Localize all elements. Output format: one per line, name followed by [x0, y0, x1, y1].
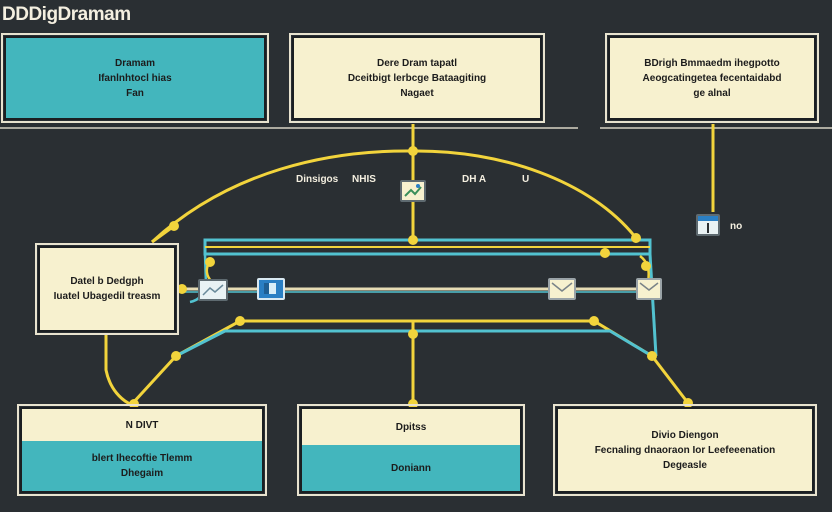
- junction-dot: [408, 329, 418, 339]
- junction-dot: [205, 257, 215, 267]
- junction-dot: [129, 399, 139, 409]
- node-header: N DIVT: [22, 409, 262, 441]
- junction-dot: [641, 261, 651, 271]
- top-right-node[interactable]: BDrigh Bmmaedm ihegpotto Aeogcatingetea …: [605, 33, 819, 123]
- node-text: Datel b Dedgph: [70, 276, 144, 287]
- node-text: Doniann: [391, 462, 431, 474]
- junction-dot: [589, 316, 599, 326]
- junction-dot: [235, 316, 245, 326]
- junction-dot: [631, 233, 641, 243]
- node-text: Divio Diengon: [651, 429, 719, 441]
- diagram-label: Dinsigos: [296, 174, 339, 185]
- junction-dot: [683, 398, 693, 408]
- node-text: ge alnal: [693, 87, 731, 99]
- node-text: N DIVT: [125, 419, 159, 431]
- node-text: Fecnaling dnaoraon Ior Leefeeenation: [594, 444, 776, 456]
- junction-dot: [177, 284, 187, 294]
- bottom-right-node[interactable]: Divio Diengon Fecnaling dnaoraon Ior Lee…: [553, 404, 817, 496]
- junction-dot: [408, 399, 418, 409]
- node-text: blert Ihecoftie Tlemm: [91, 453, 193, 464]
- connector-line: [650, 355, 690, 404]
- node-text: Dere Dram tapatl: [376, 57, 458, 69]
- connector-line: [648, 253, 658, 357]
- mail-icon-glyph: [639, 282, 659, 291]
- node-body: blert Ihecoftie Tlemm Dhegaim: [22, 441, 262, 491]
- node-text: Ifanlnhtocl hias: [98, 72, 172, 84]
- node-text: Dceitbigt lerbcge Bataagiting: [347, 72, 487, 84]
- file-icon[interactable]: [257, 278, 285, 300]
- window-icon-glyph: [707, 223, 709, 233]
- image-icon-glyph: [404, 184, 422, 197]
- top-center-node[interactable]: Dere Dram tapatl Dceitbigt lerbcge Bataa…: [289, 33, 545, 123]
- node-body: Doniann: [302, 445, 520, 491]
- node-text: Dpitss: [395, 421, 427, 433]
- document-icon[interactable]: [198, 279, 228, 301]
- mail-icon[interactable]: [548, 278, 576, 300]
- document-icon-glyph: [202, 284, 224, 296]
- bottom-left-node[interactable]: N DIVT blert Ihecoftie Tlemm Dhegaim: [17, 404, 267, 496]
- window-icon[interactable]: [696, 214, 720, 236]
- node-text: Dramam: [114, 57, 156, 69]
- node-text: Degeasle: [663, 459, 707, 471]
- bus-connector: [175, 329, 653, 358]
- top-left-node[interactable]: Dramam Ifanlnhtocl hias Fan: [1, 33, 269, 123]
- image-icon[interactable]: [400, 180, 426, 202]
- code-label: NHIS: [352, 174, 376, 185]
- diagram-title: DDDigDramam: [2, 4, 131, 25]
- junction-dot: [171, 351, 181, 361]
- node-text: Dhegaim: [120, 468, 164, 479]
- mail-icon-glyph: [551, 282, 573, 292]
- node-text: Nagaet: [400, 87, 434, 99]
- mid-left-node[interactable]: Datel b Dedgph Iuatel Ubagedil treasm: [35, 243, 179, 335]
- node-header: Dpitss: [302, 409, 520, 445]
- no-label: no: [730, 221, 743, 232]
- node-text: Fan: [126, 87, 144, 99]
- node-text: Iuatel Ubagedil treasm: [53, 291, 161, 302]
- bottom-center-node[interactable]: Dpitss Doniann: [297, 404, 525, 496]
- junction-dot: [600, 248, 610, 258]
- mail-icon[interactable]: [636, 278, 662, 300]
- arc-connector: [150, 149, 638, 244]
- node-text: BDrigh Bmmaedm ihegpotto: [644, 57, 780, 69]
- dha-label: DH A: [462, 174, 487, 185]
- node-text: Aeogcatingetea fecentaidabd: [642, 72, 782, 84]
- junction-dot: [169, 221, 179, 231]
- file-icon-glyph: [264, 283, 276, 294]
- connector-line: [130, 354, 178, 406]
- junction-dot: [408, 146, 418, 156]
- u-label: U: [522, 174, 530, 185]
- junction-dots: [129, 146, 693, 409]
- junction-dot: [408, 235, 418, 245]
- connector-line: [104, 333, 131, 406]
- junction-dot: [647, 351, 657, 361]
